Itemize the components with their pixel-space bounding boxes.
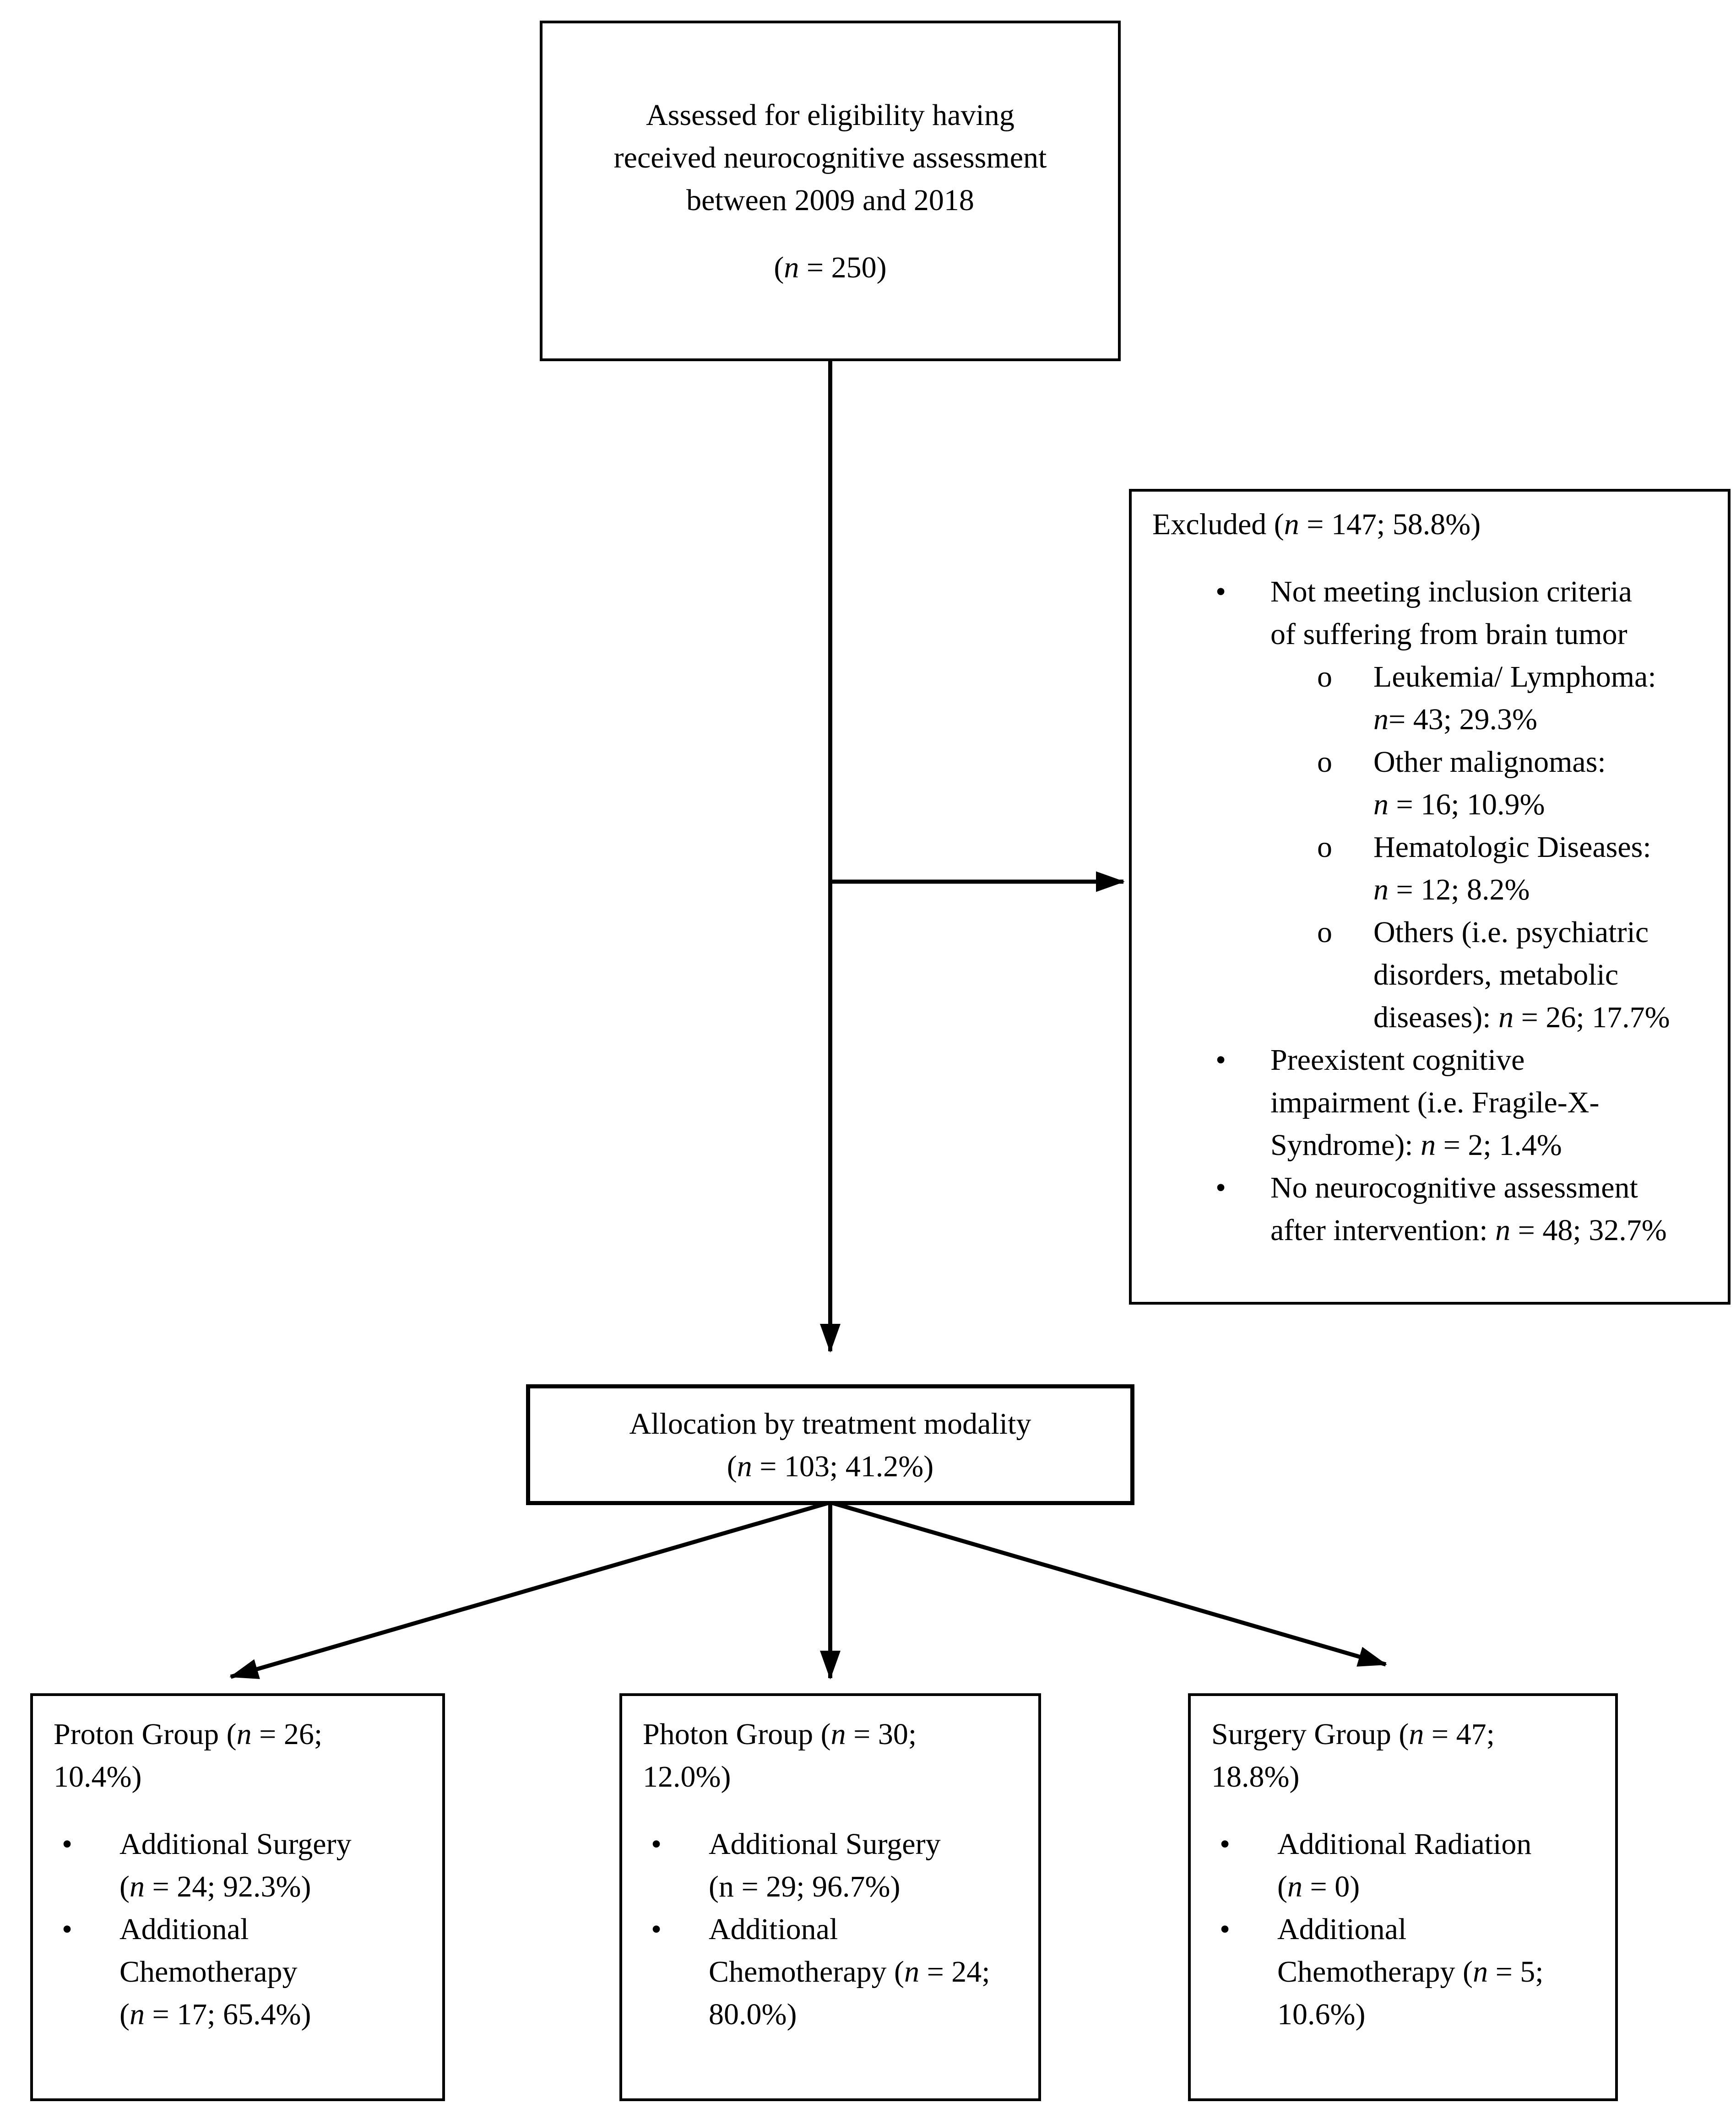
surgery-group-box: Surgery Group (n = 47; 18.8%) • Additiona… (1188, 1693, 1618, 2101)
list-item: • Additional Chemotherapy (n = 5; 10.6%) (1220, 1907, 1604, 2035)
bullet-marker: • (651, 1912, 662, 1946)
bullet-marker: • (1215, 1042, 1226, 1077)
arrow-to-surgery (830, 1500, 1387, 1667)
list-item: • Additional Radiation (n = 0) (1220, 1822, 1604, 1907)
list-item-text: Other malignomas: n = 16; 10.9% (1373, 744, 1606, 821)
list-item: • Additional Chemotherapy (n = 24; 80.0%) (651, 1907, 1027, 2035)
excluded-title: Excluded (n = 147; 58.8%) (1152, 507, 1481, 541)
bullet-marker: • (1220, 1912, 1231, 1946)
surgery-group-title: Surgery Group (n = 47; 18.8%) (1211, 1717, 1495, 1794)
list-item-text: Additional Surgery (n = 24; 92.3%) (119, 1826, 352, 1903)
list-item: • Additional Chemotherapy (n = 17; 65.4%) (62, 1907, 431, 2035)
circle-bullet-marker: o (1317, 659, 1332, 694)
photon-group-box: Photon Group (n = 30; 12.0%) • Additional… (619, 1693, 1041, 2101)
circle-bullet-marker: o (1317, 829, 1332, 864)
list-item: • Preexistent cognitive impairment (i.e. … (1215, 1038, 1720, 1166)
eligibility-box: Assessed for eligibility having received… (540, 21, 1121, 361)
photon-group-list: • Additional Surgery (n = 29; 96.7%) • Addi… (643, 1822, 1027, 2035)
list-item-text: Additional Radiation (n = 0) (1277, 1826, 1532, 1903)
list-item: • Additional Surgery (n = 29; 96.7%) (651, 1822, 1027, 1907)
bullet-marker: • (62, 1912, 73, 1946)
list-item: o Others (i.e. psychiatric disorders, met… (1317, 910, 1720, 1038)
bullet-marker: • (1215, 574, 1226, 608)
allocation-count: (n = 103; 41.2%) (727, 1449, 934, 1483)
bullet-marker: • (651, 1826, 662, 1861)
surgery-group-list: • Additional Radiation (n = 0) • Additional… (1211, 1822, 1604, 2035)
circle-bullet-marker: o (1317, 744, 1332, 779)
excluded-box: Excluded (n = 147; 58.8%) • Not meeting i… (1129, 489, 1731, 1305)
list-item: o Hematologic Diseases: n = 12; 8.2% (1317, 825, 1720, 910)
list-item-text: Additional Surgery (n = 29; 96.7%) (709, 1826, 941, 1903)
list-item-text: No neurocognitive assessment after inter… (1270, 1170, 1667, 1247)
list-item: o Other malignomas: n = 16; 10.9% (1317, 740, 1720, 825)
list-item-text: Additional Chemotherapy (n = 24; 80.0%) (709, 1912, 990, 2031)
list-item: o Leukemia/ Lymphoma: n= 43; 29.3% (1317, 655, 1720, 740)
list-item-text: Leukemia/ Lymphoma: n= 43; 29.3% (1373, 659, 1656, 736)
proton-group-title: Proton Group (n = 26; 10.4%) (54, 1717, 323, 1794)
list-item-text: Others (i.e. psychiatric disorders, meta… (1373, 915, 1670, 1034)
bullet-marker: • (1215, 1170, 1226, 1204)
arrow-to-proton (229, 1500, 831, 1679)
allocation-box: Allocation by treatment modality (n = 10… (526, 1384, 1134, 1505)
list-item-text: Not meeting inclusion criteria of suffer… (1270, 574, 1632, 651)
list-item: • No neurocognitive assessment after inte… (1215, 1166, 1720, 1251)
eligibility-count: (n = 250) (774, 250, 887, 284)
bullet-marker: • (62, 1826, 73, 1861)
excluded-list: • Not meeting inclusion criteria of suffe… (1152, 570, 1720, 1251)
list-item: • Additional Surgery (n = 24; 92.3%) (62, 1822, 431, 1907)
list-item: • Not meeting inclusion criteria of suffe… (1215, 570, 1720, 655)
list-item-text: Additional Chemotherapy (n = 17; 65.4%) (119, 1912, 311, 2031)
list-item-text: Preexistent cognitive impairment (i.e. F… (1270, 1042, 1600, 1162)
photon-group-title: Photon Group (n = 30; 12.0%) (643, 1717, 917, 1794)
allocation-text: Allocation by treatment modality (629, 1406, 1031, 1441)
eligibility-text: Assessed for eligibility having received… (613, 98, 1047, 217)
list-item-text: Hematologic Diseases: n = 12; 8.2% (1373, 829, 1651, 906)
bullet-marker: • (1220, 1826, 1231, 1861)
proton-group-box: Proton Group (n = 26; 10.4%) • Additional… (30, 1693, 445, 2101)
list-item-text: Additional Chemotherapy (n = 5; 10.6%) (1277, 1912, 1544, 2031)
proton-group-list: • Additional Surgery (n = 24; 92.3%) • Addi… (54, 1822, 431, 2035)
circle-bullet-marker: o (1317, 915, 1332, 949)
